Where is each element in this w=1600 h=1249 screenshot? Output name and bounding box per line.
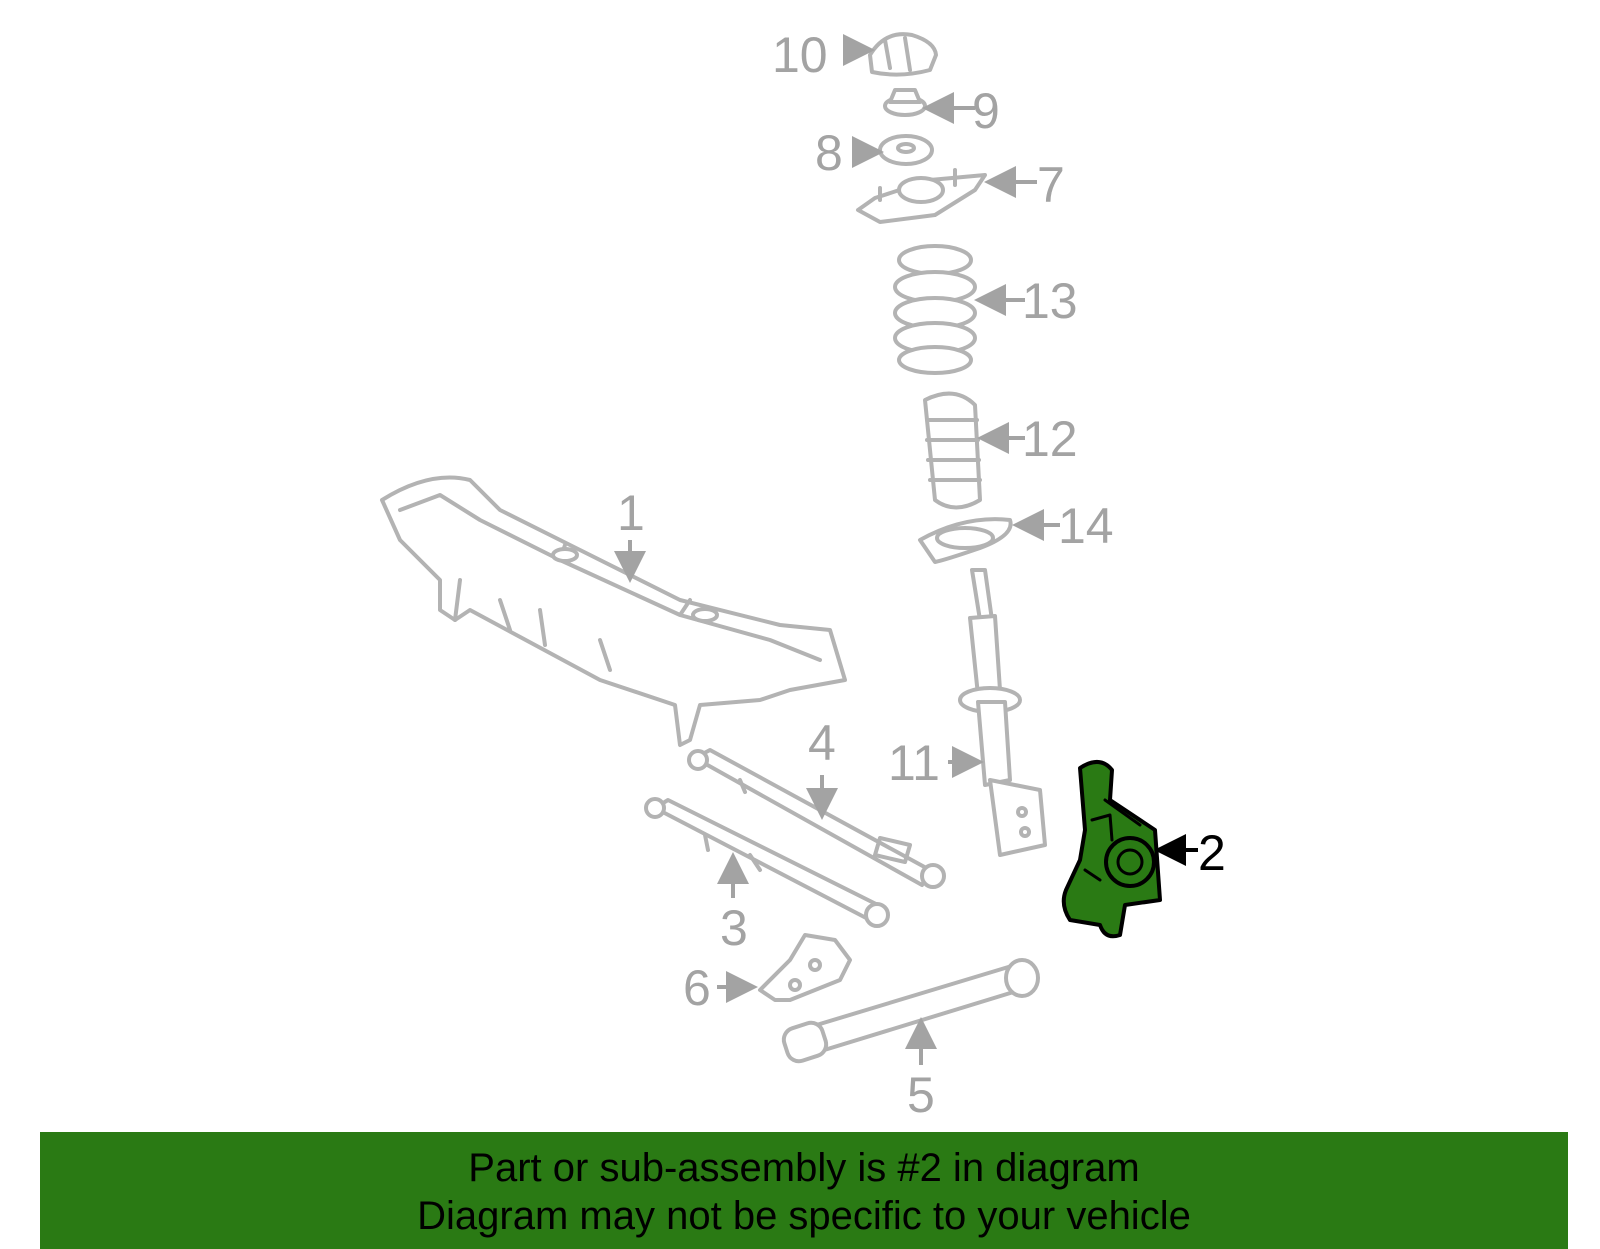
part-13-coil-spring: [893, 244, 977, 375]
part-7-mount-plate: [856, 168, 987, 224]
callout-9: 9: [972, 83, 1000, 139]
part-2-knuckle: [1061, 760, 1162, 939]
part-14-spring-seat: [918, 517, 1013, 564]
callout-4: 4: [808, 715, 836, 771]
callout-7: 7: [1037, 157, 1065, 213]
part-11-strut: [958, 568, 1047, 857]
callout-12: 12: [1022, 411, 1078, 467]
part-9-nut: [883, 88, 927, 117]
callout-5: 5: [907, 1067, 935, 1123]
callout-3: 3: [720, 900, 748, 956]
callout-6: 6: [683, 960, 711, 1016]
callout-2: 2: [1198, 825, 1226, 881]
callout-11: 11: [888, 735, 940, 791]
callout-14: 14: [1058, 498, 1114, 554]
part-10-mount-cap: [868, 32, 938, 77]
part-6-bracket: [758, 933, 852, 1002]
callout-1: 1: [617, 485, 645, 541]
part-12-dust-boot: [923, 391, 982, 510]
callout-8: 8: [815, 125, 843, 181]
banner-line-1: Part or sub-assembly is #2 in diagram: [468, 1146, 1140, 1190]
callout-10: 10: [772, 27, 828, 83]
part-5-trailing-link: [781, 958, 1040, 1064]
part-3-lower-link: [644, 797, 890, 928]
banner-line-2: Diagram may not be specific to your vehi…: [417, 1194, 1191, 1238]
part-8-washer: [878, 134, 934, 166]
info-banner: Part or sub-assembly is #2 in diagram Di…: [40, 1132, 1568, 1249]
callout-13: 13: [1022, 273, 1078, 329]
part-1-crossmember: [380, 475, 847, 747]
